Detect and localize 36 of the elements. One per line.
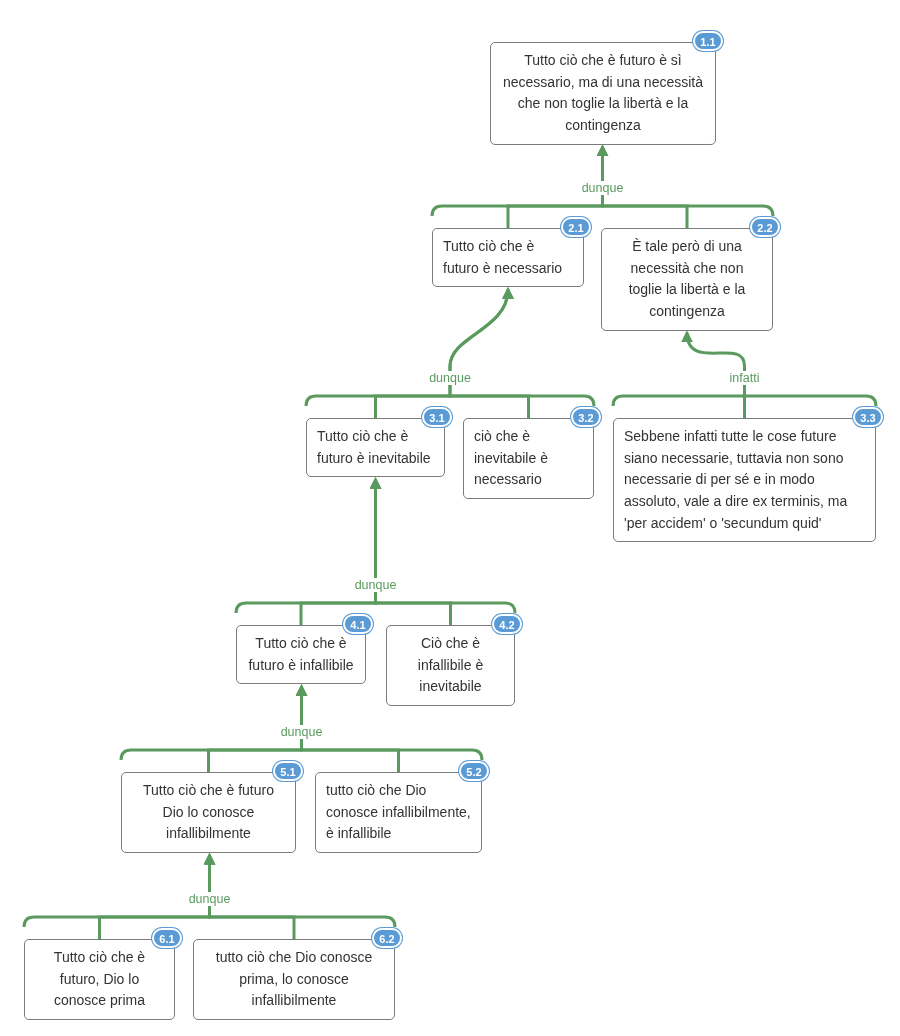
number-badge: 6.1	[152, 928, 182, 948]
number-badge: 5.2	[459, 761, 489, 781]
statement-text: Tutto ciò che è futuro è infallibile	[247, 634, 355, 675]
edge-label: infatti	[727, 371, 762, 385]
number-badge: 3.2	[571, 407, 601, 427]
edge-label: dunque	[427, 371, 473, 385]
number-badge: 3.1	[422, 407, 452, 427]
number-badge: 6.2	[372, 928, 402, 948]
edge-label: dunque	[186, 892, 233, 906]
edge-label: dunque	[579, 181, 626, 195]
statement-text: tutto ciò che Dio conosce infallibilmente, è infallibile	[326, 781, 471, 844]
number-badge: 5.1	[273, 761, 303, 781]
number-badge: 4.2	[492, 614, 522, 634]
number-badge: 2.2	[750, 217, 780, 237]
statement-text: Tutto ciò che è futuro è necessario	[443, 237, 564, 278]
arrow	[203, 852, 296, 939]
statement-text: Sebbene infatti tutte le cose future siano necessarie, tuttavia non sono necessarie di per sé e in modo assoluto, vale a dire ex terminis, ma 'per accidem' o 'secundum quid'	[624, 427, 849, 533]
statement-text: Tutto ciò che è futuro è sì necessario, ma di una necessità che non toglie la libertà e la contingenza	[502, 51, 704, 136]
statement-text: È tale però di una necessità che non toglie la libertà e la contingenza	[627, 237, 747, 322]
number-badge: 1.1	[693, 31, 723, 51]
arrow	[369, 477, 452, 625]
statement-text: tutto ciò che Dio conosce prima, lo conosce infallibilmente	[214, 948, 374, 1011]
statement-text: Tutto ciò che è futuro Dio lo conosce infallibilmente	[142, 781, 275, 844]
number-badge: 4.1	[343, 614, 373, 634]
edge-label: dunque	[352, 578, 399, 592]
number-badge: 2.1	[561, 217, 591, 237]
arrow	[682, 330, 746, 418]
statement-text: Tutto ciò che è futuro, Dio lo conosce prima	[52, 948, 147, 1011]
statement-text: Tutto ciò che è futuro è inevitabile	[317, 427, 432, 468]
arrow	[596, 144, 689, 228]
statement-text: Ciò che è infallibile è inevitabile	[416, 634, 485, 697]
number-badge: 3.3	[853, 407, 883, 427]
edge-label: dunque	[278, 725, 325, 739]
arrow	[295, 684, 400, 772]
statement-text: ciò che è inevitabile è necessario	[474, 427, 549, 490]
arrow	[448, 287, 530, 418]
